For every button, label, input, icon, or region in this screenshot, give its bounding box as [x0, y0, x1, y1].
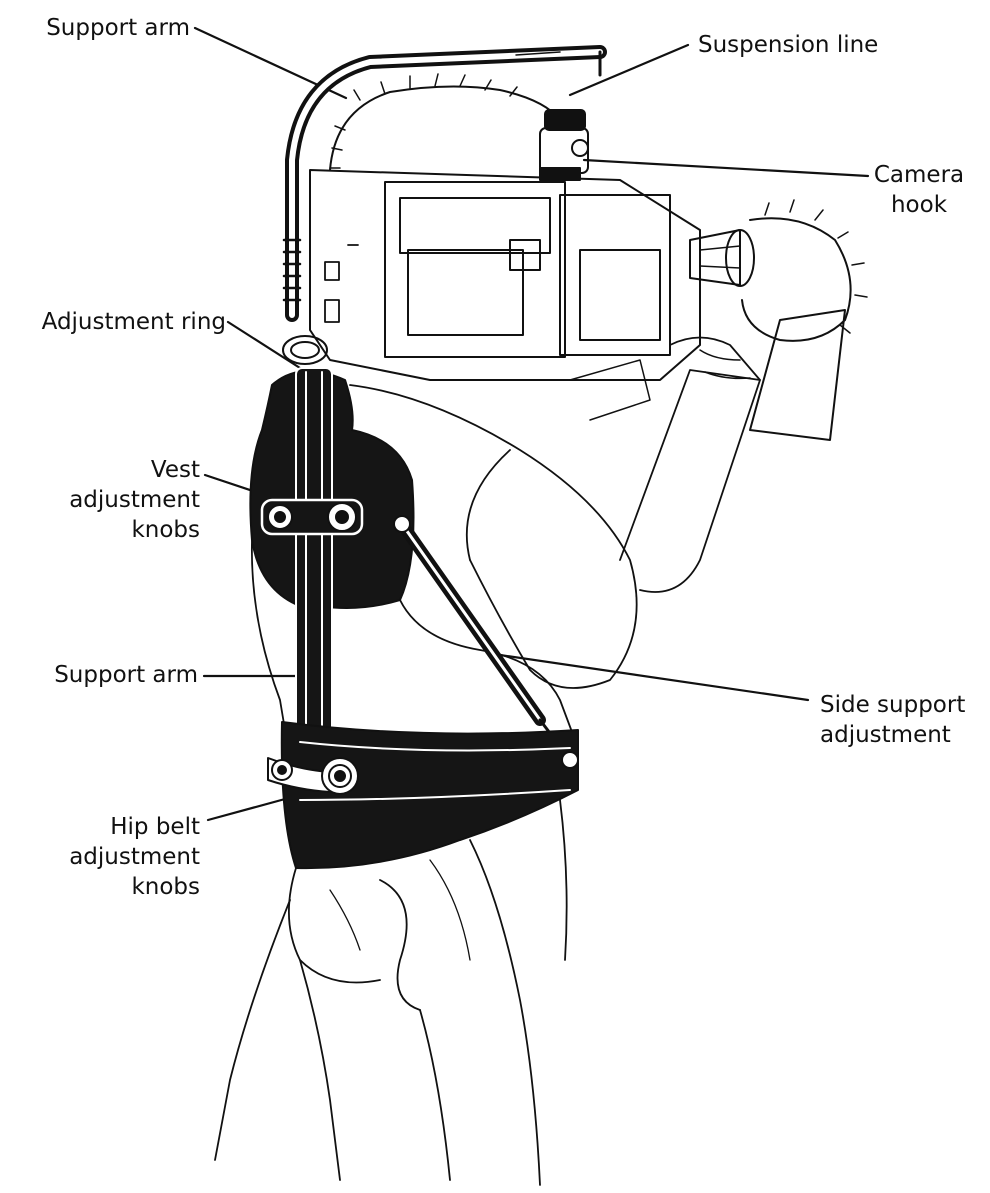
operator-arms: [349, 336, 761, 689]
label-support-arm-top: Support arm: [46, 15, 190, 41]
operator-torso: [250, 539, 576, 741]
label-adjustment-ring: Adjustment ring: [41, 309, 226, 335]
label-support-arm-mid: Support arm: [54, 662, 198, 688]
camera-lens: [689, 199, 868, 441]
support-arm-rod: [282, 45, 607, 322]
side-support-strap: [393, 515, 574, 764]
camera-body: [309, 109, 701, 381]
label-suspension-line: Suspension line: [698, 32, 879, 58]
label-side-support-adjustment: Side support adjustment: [820, 692, 966, 748]
operator-legs: [214, 799, 568, 1186]
label-camera-hook: Camera hook: [873, 162, 965, 218]
label-hip-belt-adjustment-knobs: Hip belt adjustment knobs: [69, 814, 200, 900]
hip-belt: [267, 721, 579, 870]
operator-head: [329, 73, 561, 171]
label-vest-adjustment-knobs: Vest adjustment knobs: [69, 457, 200, 543]
